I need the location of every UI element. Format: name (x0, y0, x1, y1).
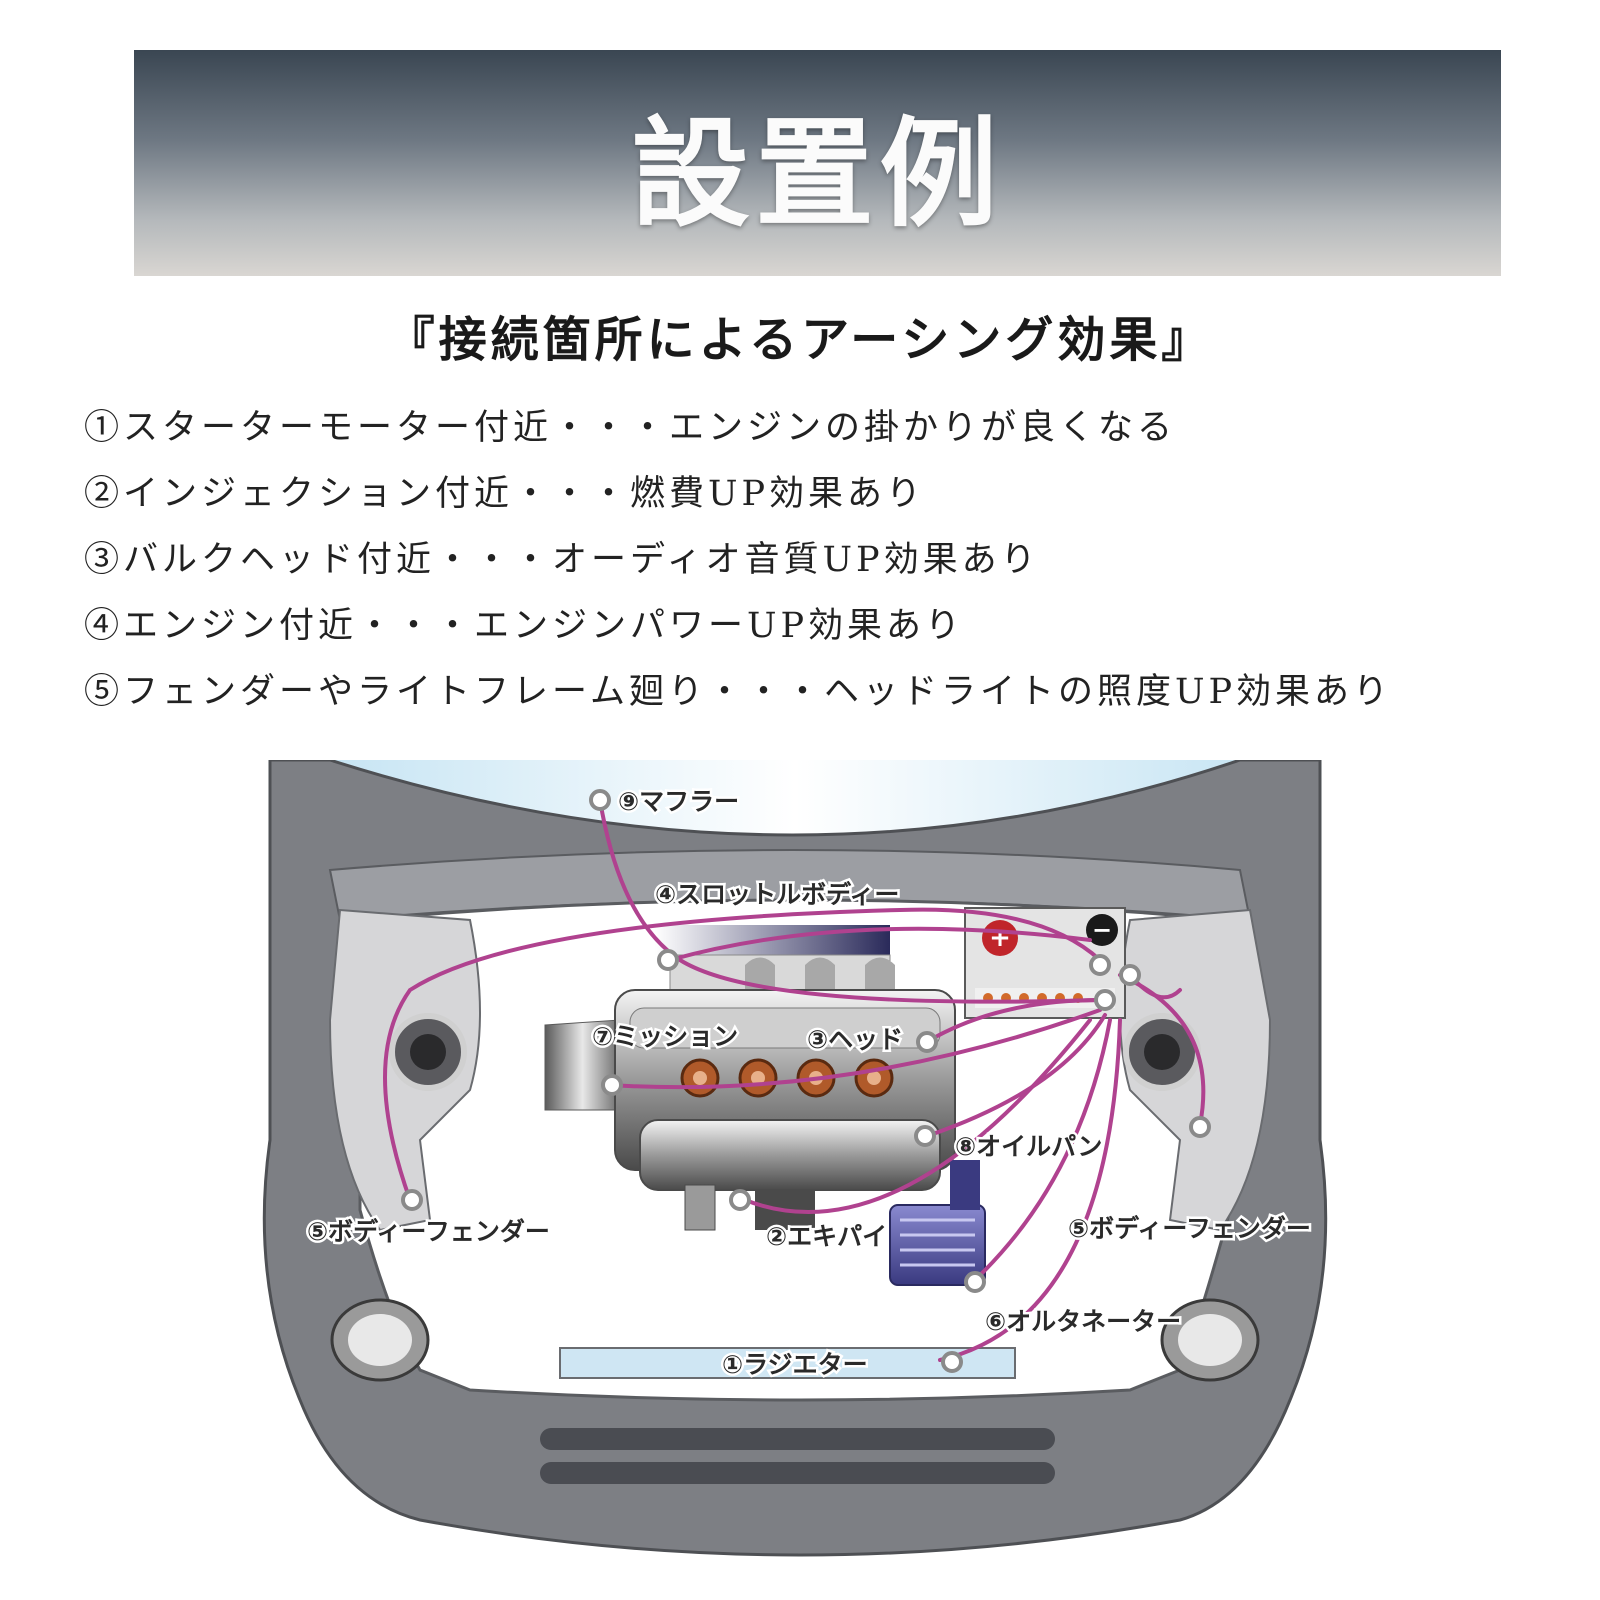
radiator (559, 1347, 1016, 1379)
label-head: ③ヘッド (807, 1025, 903, 1054)
effect-item-3: ③バルクヘッド付近・・・オーディオ音質UP効果あり (84, 540, 1040, 580)
engine-bay-diagram: + − (0, 760, 1600, 1600)
left-headlight (330, 1298, 430, 1382)
engine-block (544, 989, 956, 1231)
battery-minus-text: − (1092, 916, 1112, 944)
label-exhaust-pipe: ②エキパイ (766, 1222, 887, 1251)
label-radiator: ①ラジエター (722, 1350, 868, 1379)
ring-terminals (401, 789, 1211, 1373)
battery-plus-text: + (989, 923, 1011, 953)
header-banner: 設置例 (134, 50, 1501, 276)
label-oil-pan: ⑧オイルパン (955, 1132, 1102, 1161)
banner-title: 設置例 (631, 103, 1004, 243)
section-subtitle: 『接続箇所によるアーシング効果』 (386, 312, 1214, 368)
effect-item-4: ④エンジン付近・・・エンジンパワーUP効果あり (84, 606, 965, 646)
grille-slot-1 (540, 1428, 1055, 1450)
effects-list: ①スターターモーター付近・・・エンジンの掛かりが良くなる ②インジェクション付近… (84, 395, 1392, 725)
label-body-fender-right: ⑤ボディーフェンダー (1068, 1214, 1311, 1243)
earthing-wires (383, 798, 1206, 1362)
label-throttle-body: ④スロットルボディー (655, 880, 899, 909)
right-headlight (1160, 1298, 1260, 1382)
grille-slot-2 (540, 1462, 1055, 1484)
label-alternator: ⑥オルタネーター (985, 1307, 1181, 1336)
effect-item-5: ⑤フェンダーやライトフレーム廻り・・・ヘッドライトの照度UP効果あり (84, 672, 1392, 712)
engine-bay-svg: + − (262, 760, 1328, 1557)
effect-item-1: ①スターターモーター付近・・・エンジンの掛かりが良くなる (84, 408, 1177, 448)
effect-item-2: ②インジェクション付近・・・燃費UP効果あり (84, 474, 926, 514)
intake-manifold (655, 925, 895, 996)
label-muffler: ⑨マフラー (618, 787, 739, 816)
label-body-fender-left: ⑤ボディーフェンダー (307, 1217, 550, 1246)
label-mission: ⑦ミッション (592, 1022, 738, 1051)
alternator (889, 1160, 986, 1286)
